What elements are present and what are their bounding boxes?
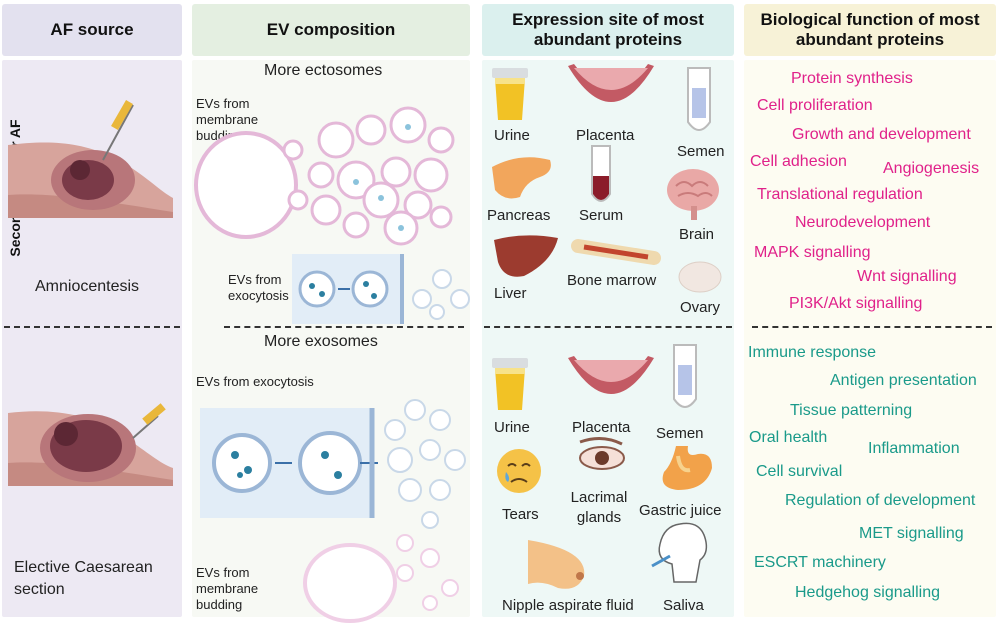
site-bone-marrow: Bone marrow bbox=[567, 272, 657, 289]
site-gastric-juice: Gastric juice bbox=[639, 502, 722, 519]
function-pi3k-akt-signalling: PI3K/Akt signalling bbox=[789, 295, 923, 312]
function-cell-adhesion: Cell adhesion bbox=[750, 153, 847, 170]
ev-title-exosomes: More exosomes bbox=[264, 333, 378, 350]
site-lacrimal-glands-text: Lacrimal glands bbox=[570, 489, 628, 526]
header-expression-site: Expression site of most abundant protein… bbox=[482, 4, 734, 56]
breast-icon bbox=[528, 540, 585, 589]
header-biological-function: Biological function of most abundant pro… bbox=[744, 4, 996, 56]
site-ovary: Ovary bbox=[680, 299, 721, 316]
site-nipple-aspirate-fluid: Nipple aspirate fluid bbox=[502, 597, 634, 614]
site-brain: Brain bbox=[679, 226, 715, 243]
procedure-caesarean: Elective Caesarean section bbox=[14, 557, 164, 601]
function-protein-synthesis: Protein synthesis bbox=[791, 70, 913, 87]
function-antigen-presentation: Antigen presentation bbox=[830, 372, 977, 389]
stomach-icon bbox=[662, 446, 712, 490]
amniocentesis-illustration bbox=[8, 100, 173, 218]
header-ev-composition: EV composition bbox=[192, 4, 470, 56]
function-wnt-signalling: Wnt signalling bbox=[857, 268, 957, 285]
header-af-source: AF source bbox=[2, 4, 182, 56]
ectosome-budding-illustration bbox=[194, 106, 455, 246]
divider-expr bbox=[484, 326, 732, 328]
saliva-face-icon bbox=[651, 522, 708, 583]
serum-tube-icon bbox=[591, 145, 611, 202]
function-translational-regulation: Translational regulation bbox=[757, 186, 923, 203]
function-growth-and-development: Growth and development bbox=[792, 126, 971, 143]
site-lacrimal-glands: Lacrimal glands bbox=[569, 488, 629, 528]
ev-label-membrane-budding-2: EVs from membrane budding bbox=[196, 565, 306, 613]
site-urine-2: Urine bbox=[494, 419, 530, 436]
site-semen-1: Semen bbox=[677, 143, 725, 160]
site-liver: Liver bbox=[494, 285, 527, 302]
membrane-budding-illustration-term bbox=[303, 534, 459, 623]
divider-bio bbox=[752, 326, 992, 328]
ev-label-exocytosis-1: EVs from exocytosis bbox=[228, 272, 298, 304]
liver-icon bbox=[494, 235, 558, 277]
lacrimal-gland-icon bbox=[579, 437, 625, 470]
function-angiogenesis: Angiogenesis bbox=[883, 160, 980, 177]
ev-label-membrane-budding-1-text: EVs from membrane budding bbox=[196, 96, 259, 143]
function-escrt-machinery: ESCRT machinery bbox=[754, 554, 886, 571]
panel-biological-function bbox=[744, 60, 996, 617]
header-expression-site-text: Expression site of most abundant protein… bbox=[512, 10, 704, 49]
urine-cup-icon bbox=[492, 68, 528, 120]
function-hedgehog-signalling: Hedgehog signalling bbox=[795, 584, 940, 601]
procedure-caesarean-text: Elective Caesarean section bbox=[14, 559, 153, 598]
site-saliva: Saliva bbox=[663, 597, 704, 614]
semen-tube-icon-2 bbox=[673, 344, 697, 408]
tears-face-icon bbox=[497, 449, 541, 493]
divider-af bbox=[4, 326, 180, 328]
function-cell-proliferation: Cell proliferation bbox=[757, 97, 873, 114]
bone-marrow-icon bbox=[571, 239, 661, 265]
ev-title-ectosomes: More ectosomes bbox=[264, 62, 383, 79]
procedure-amniocentesis: Amniocentesis bbox=[35, 278, 140, 295]
ovary-icon bbox=[678, 261, 722, 293]
ev-label-membrane-budding-1: EVs from membrane budding bbox=[196, 96, 306, 144]
header-af-source-text: AF source bbox=[50, 20, 134, 39]
placenta-icon-2 bbox=[568, 356, 654, 394]
urine-cup-icon-2 bbox=[492, 358, 528, 410]
function-immune-response: Immune response bbox=[748, 344, 877, 361]
header-biological-function-text: Biological function of most abundant pro… bbox=[760, 10, 980, 49]
ev-label-membrane-budding-2-text: EVs from membrane budding bbox=[196, 565, 259, 612]
site-placenta-2: Placenta bbox=[572, 419, 631, 436]
site-placenta-1: Placenta bbox=[576, 127, 635, 144]
function-tissue-patterning: Tissue patterning bbox=[790, 402, 913, 419]
function-mapk-signalling: MAPK signalling bbox=[754, 244, 871, 261]
ev-label-exocytosis-1-text: EVs from exocytosis bbox=[228, 272, 289, 303]
semen-tube-icon bbox=[687, 67, 711, 131]
caesarean-illustration bbox=[8, 403, 173, 486]
placenta-icon bbox=[568, 64, 654, 102]
function-neurodevelopment: Neurodevelopment bbox=[795, 214, 931, 231]
site-urine-1: Urine bbox=[494, 127, 530, 144]
exocytosis-illustration-large bbox=[200, 399, 466, 529]
function-oral-health: Oral health bbox=[749, 429, 828, 446]
function-regulation-of-development: Regulation of development bbox=[785, 492, 976, 509]
brain-icon bbox=[667, 169, 719, 220]
header-ev-composition-text: EV composition bbox=[266, 20, 396, 39]
exocytosis-illustration-small bbox=[292, 254, 470, 324]
function-cell-survival: Cell survival bbox=[756, 463, 843, 480]
function-inflammation: Inflammation bbox=[868, 440, 960, 457]
divider-ev bbox=[224, 326, 464, 328]
pancreas-icon bbox=[492, 157, 551, 199]
site-serum: Serum bbox=[579, 207, 624, 224]
ev-label-exocytosis-2: EVs from exocytosis bbox=[196, 374, 314, 389]
function-met-signalling: MET signalling bbox=[859, 525, 964, 542]
site-pancreas: Pancreas bbox=[487, 207, 551, 224]
site-semen-2: Semen bbox=[656, 425, 704, 442]
site-tears: Tears bbox=[502, 506, 539, 523]
